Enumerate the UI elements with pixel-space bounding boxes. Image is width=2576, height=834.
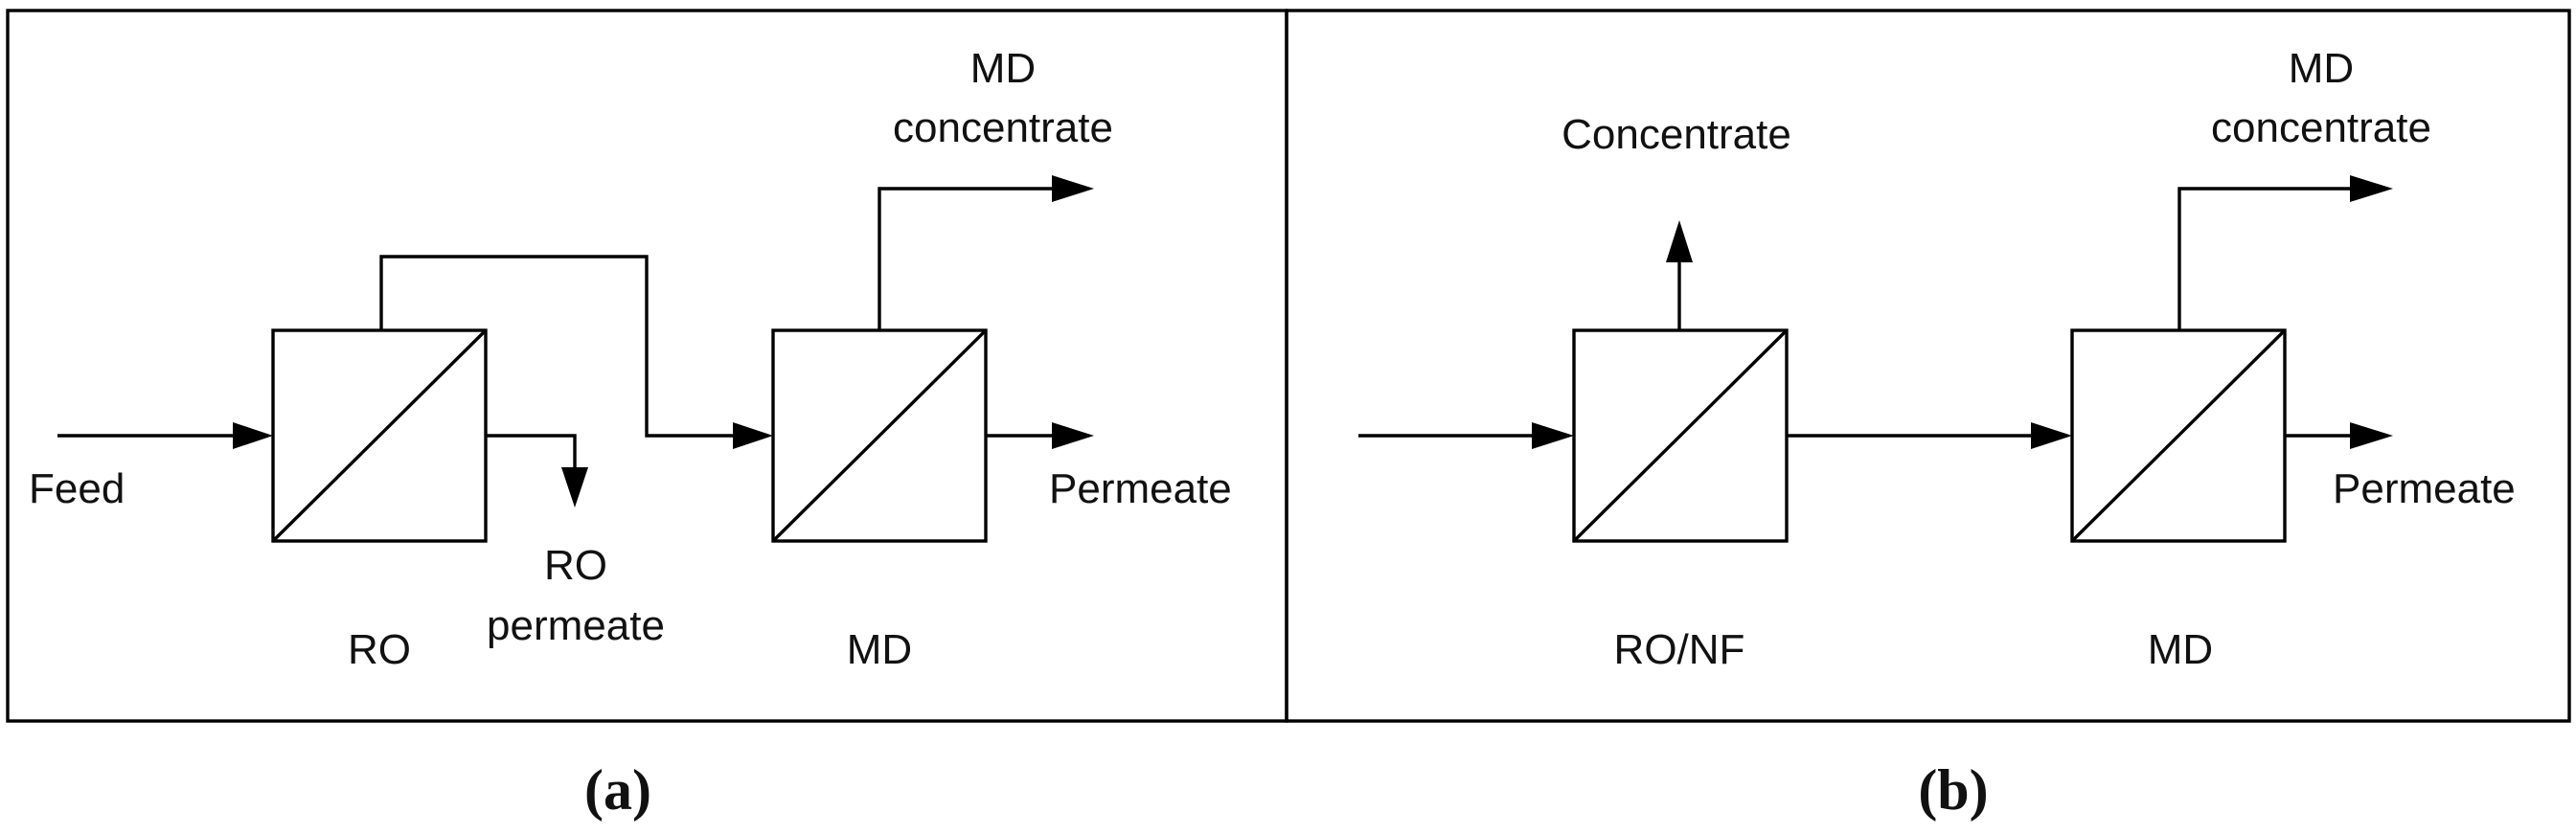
panel-a: Feed RO RO permeate MD MD concentrate Pe… [29, 45, 1232, 673]
concentrate-label: Concentrate [1562, 111, 1791, 158]
ro-membrane-unit [271, 328, 488, 543]
md-concentrate-label-b-line1: MD [2289, 45, 2354, 92]
permeate-arrow-b [2285, 422, 2393, 449]
feed-arrow-b [1358, 422, 1574, 449]
panel-b-caption: (b) [1918, 758, 1988, 822]
ro-permeate-label-line1: RO [544, 542, 607, 589]
panel-b: Concentrate RO/NF MD MD concentrate Perm… [1358, 45, 2516, 673]
feed-label: Feed [29, 465, 125, 512]
ro-label: RO [348, 626, 411, 673]
md-concentrate-label-line1: MD [970, 45, 1036, 92]
md-label-b: MD [2148, 626, 2213, 673]
ronf-to-md-arrow [1787, 422, 2072, 449]
md-membrane-unit [771, 328, 988, 543]
permeate-arrow [986, 422, 1094, 449]
ro-permeate-arrow [486, 434, 588, 507]
ronf-membrane-unit [1572, 328, 1789, 543]
concentrate-arrow [1666, 220, 1693, 330]
feed-arrow [57, 422, 273, 449]
ro-to-md-line [379, 255, 773, 449]
md-concentrate-label-b-line2: concentrate [2211, 104, 2431, 151]
ro-permeate-label-line2: permeate [487, 602, 665, 649]
ronf-label: RO/NF [1614, 626, 1745, 673]
panel-a-caption: (a) [584, 758, 651, 822]
md-concentrate-arrow-b [2177, 175, 2393, 330]
md-label: MD [847, 626, 912, 673]
permeate-label-b: Permeate [2333, 465, 2516, 512]
permeate-label: Permeate [1049, 465, 1232, 512]
md-concentrate-label-line2: concentrate [893, 104, 1113, 151]
panel-b-frame [1285, 9, 2571, 723]
md-concentrate-arrow [878, 175, 1094, 330]
md-membrane-unit-b [2070, 328, 2287, 543]
